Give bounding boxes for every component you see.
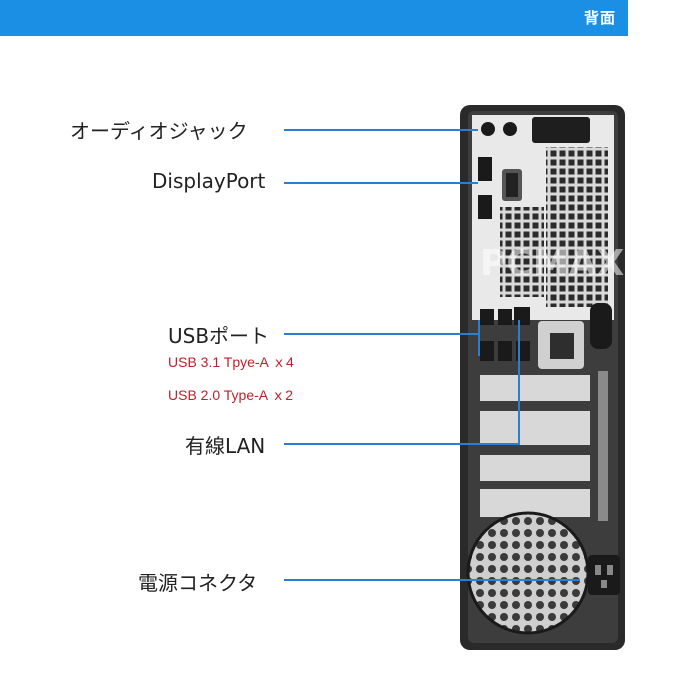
label-displayport: DisplayPort bbox=[152, 169, 266, 193]
leader-lan bbox=[284, 443, 520, 445]
label-power-connector: 電源コネクタ bbox=[138, 571, 258, 595]
audio-jack-2 bbox=[503, 122, 517, 136]
leader-lan-vertical bbox=[518, 320, 520, 444]
label-audio-jack: オーディオジャック bbox=[70, 119, 248, 143]
fan-grille bbox=[468, 513, 588, 633]
usb-port bbox=[480, 341, 494, 361]
leader-audio-jack bbox=[284, 129, 478, 131]
usb-port bbox=[480, 309, 494, 325]
lan-port bbox=[514, 307, 530, 325]
audio-jack-1 bbox=[481, 122, 495, 136]
label-lan: 有線LAN bbox=[185, 434, 266, 458]
pc-rear-illustration: PCMAX bbox=[460, 105, 625, 650]
leader-displayport bbox=[284, 182, 478, 184]
usb-port bbox=[498, 341, 512, 361]
watermark-text: PCMAX bbox=[480, 243, 624, 284]
label-usb-20: USB 2.0 Type-A ｘ2 bbox=[168, 387, 294, 403]
leader-power-connector bbox=[284, 579, 580, 581]
displayport-1 bbox=[478, 157, 492, 181]
label-usb-port: USBポート bbox=[168, 324, 270, 348]
leader-usb-vertical bbox=[478, 320, 480, 356]
usb-port bbox=[498, 309, 512, 325]
header-banner: 背面 bbox=[0, 0, 628, 36]
banner-title: 背面 bbox=[583, 9, 616, 27]
leader-usb-port bbox=[284, 333, 480, 335]
displayport-2 bbox=[478, 195, 492, 219]
label-usb-31: USB 3.1 Tpye-A ｘ4 bbox=[168, 354, 294, 370]
power-connector bbox=[588, 555, 620, 595]
